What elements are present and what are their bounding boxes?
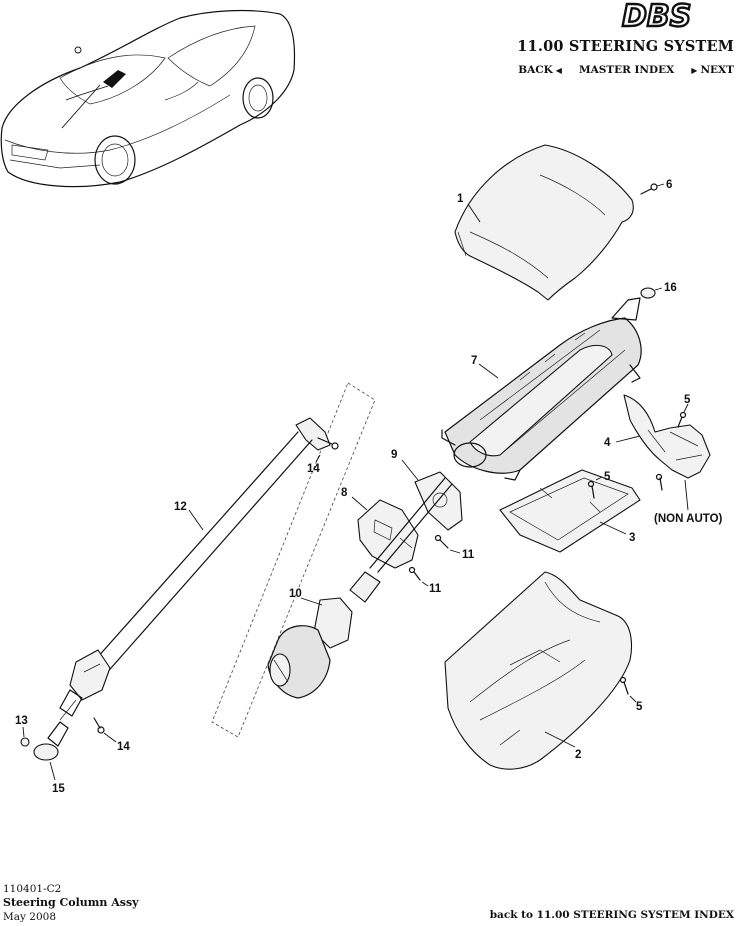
part-grommet-16 — [640, 287, 656, 299]
callout-5c: 5 — [636, 701, 643, 713]
callout-6: 6 — [666, 179, 672, 191]
shaft-envelope-dashed — [211, 382, 376, 738]
illustration-code: 110401-C2 — [3, 883, 62, 895]
steering-column-diagram: 1 6 16 7 4 5 — [0, 9, 723, 795]
callout-2: 2 — [575, 749, 581, 761]
part-bracket-9 — [414, 471, 463, 531]
part-screw-5b — [587, 480, 595, 499]
callout-10: 10 — [289, 588, 302, 600]
publish-date: May 2008 — [3, 911, 57, 923]
part-bracket-4 — [623, 394, 711, 479]
part-long-shaft-12 — [69, 417, 331, 701]
callout-13: 13 — [15, 715, 28, 727]
part-lower-shroud — [444, 571, 633, 770]
callout-4: 4 — [604, 437, 611, 449]
part-screw-11b — [408, 566, 421, 581]
footer-info: 110401-C2 Steering Column Assy May 2008 — [3, 882, 139, 924]
part-screw-5a — [677, 411, 687, 428]
part-screw-6 — [640, 183, 658, 195]
dbs-logo: DBS — [621, 0, 693, 30]
part-screw-bracket-lower — [655, 473, 663, 491]
next-arrow-icon[interactable]: ▶ — [691, 65, 698, 75]
callout-7: 7 — [471, 355, 477, 367]
callout-16: 16 — [664, 282, 677, 294]
back-to-index-link[interactable]: back to 11.00 STEERING SYSTEM INDEX — [489, 909, 734, 921]
part-upper-shroud — [454, 144, 634, 301]
callout-11b: 11 — [429, 583, 442, 595]
logo-text: DBS — [622, 0, 691, 30]
callout-8: 8 — [341, 487, 348, 499]
assembly-name: Steering Column Assy — [3, 896, 139, 909]
callout-11a: 11 — [462, 549, 475, 561]
back-arrow-icon[interactable]: ◀ — [555, 65, 562, 75]
callout-3: 3 — [629, 532, 635, 544]
part-column-assembly — [441, 297, 642, 481]
nav-bar: BACK ◀ MASTER INDEX ▶ NEXT — [518, 64, 734, 76]
next-link[interactable]: NEXT — [700, 64, 734, 76]
callout-1: 1 — [457, 193, 464, 205]
non-auto-note: (NON AUTO) — [654, 513, 723, 525]
section-title: 11.00 STEERING SYSTEM — [517, 38, 734, 55]
part-switch-8 — [357, 499, 419, 569]
part-bolt-14a — [317, 437, 339, 450]
part-intermediate-shaft — [349, 477, 453, 603]
callout-5b: 5 — [604, 471, 611, 483]
master-index-link[interactable]: MASTER INDEX — [578, 64, 675, 76]
callout-14a: 14 — [307, 463, 320, 475]
callout-14b: 14 — [117, 741, 130, 753]
part-screw-11a — [434, 534, 449, 549]
part-screw-5c — [619, 676, 629, 695]
part-plate-3 — [499, 469, 641, 553]
callout-12: 12 — [174, 501, 187, 513]
car-illustration — [0, 9, 296, 188]
part-coupling-10 — [267, 597, 353, 699]
part-fixing-13 — [20, 737, 30, 747]
part-joint-15 — [33, 689, 83, 761]
callout-5a: 5 — [684, 394, 691, 406]
callout-15: 15 — [52, 783, 65, 795]
callout-9: 9 — [391, 449, 397, 461]
part-bolt-14b — [93, 717, 105, 734]
back-link[interactable]: BACK — [518, 64, 553, 76]
